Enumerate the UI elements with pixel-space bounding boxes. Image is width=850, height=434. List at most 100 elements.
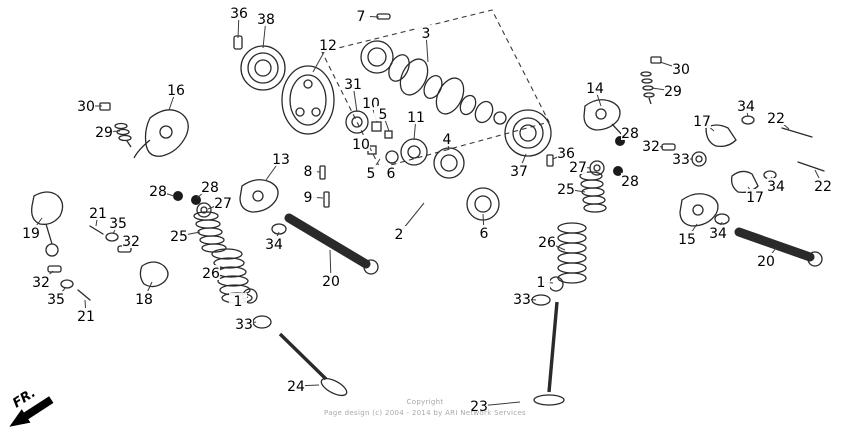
part-label-bg — [569, 159, 587, 174]
part-label: 36 — [557, 146, 575, 162]
part-label-bg — [510, 163, 528, 178]
part-label-bg — [672, 151, 690, 166]
part-label: 26 — [538, 235, 556, 251]
part-label: 6 — [387, 166, 396, 182]
part-label-bg — [135, 291, 153, 306]
part-label: 27 — [569, 160, 587, 176]
part-label: 27 — [214, 196, 232, 212]
part-label-bg — [470, 398, 488, 413]
part-label: 31 — [344, 77, 362, 93]
camshaft-drawing — [360, 40, 507, 125]
part-label: 14 — [586, 81, 604, 97]
part-label-bg — [557, 145, 575, 160]
part-label: 29 — [664, 84, 682, 100]
part-label-bg — [664, 83, 682, 98]
part-label: 32 — [122, 234, 140, 250]
part-label: 34 — [265, 237, 283, 253]
part-label: 38 — [257, 12, 275, 28]
part-label-bg — [299, 163, 317, 178]
part-label-bg — [475, 225, 493, 240]
part-label: 6 — [480, 226, 489, 242]
part-label-bg — [438, 131, 456, 146]
part-label: 7 — [357, 9, 366, 25]
part-label-bg — [513, 291, 531, 306]
camshaft-box — [321, 9, 550, 169]
part-label: 1 — [537, 275, 546, 291]
part-label: 28 — [621, 174, 639, 190]
part-label-bg — [693, 113, 711, 128]
part-label-bg — [737, 98, 755, 113]
part-label: 8 — [304, 164, 313, 180]
part-label-bg — [122, 233, 140, 248]
part-label: 12 — [319, 38, 337, 54]
part-label-bg — [202, 265, 220, 280]
part-label: 28 — [149, 184, 167, 200]
part-label-bg — [214, 195, 232, 210]
bearings-rings — [233, 13, 552, 221]
part-label-bg — [672, 61, 690, 76]
part-label: 21 — [77, 309, 95, 325]
part-label-bg — [299, 189, 317, 204]
part-label-bg — [149, 183, 167, 198]
part-label: 20 — [322, 274, 340, 290]
part-label: 18 — [135, 292, 153, 308]
art-layer — [31, 9, 825, 406]
part-label-bg — [109, 215, 127, 230]
part-label: 11 — [407, 110, 425, 126]
part-label-bg — [746, 189, 764, 204]
copyright-line1: Copyright — [406, 398, 444, 406]
part-label-bg — [407, 109, 425, 124]
part-label-bg — [322, 273, 340, 288]
part-label: 34 — [709, 226, 727, 242]
part-label-bg — [621, 173, 639, 188]
part-label: 33 — [513, 292, 531, 308]
part-label: 33 — [235, 317, 253, 333]
part-label: 30 — [77, 99, 95, 115]
part-label: 19 — [22, 226, 40, 242]
part-label: 34 — [737, 99, 755, 115]
part-label-bg — [757, 253, 775, 268]
part-label-bg — [201, 179, 219, 194]
part-label-bg — [767, 110, 785, 125]
copyright: Copyright Page design (c) 2004 - 2014 by… — [0, 397, 850, 418]
part-label-bg — [382, 165, 400, 180]
part-label-bg — [586, 80, 604, 95]
part-label-bg — [170, 228, 188, 243]
part-label-bg — [230, 5, 248, 20]
valves-rods — [242, 213, 823, 406]
part-label: 15 — [678, 232, 696, 248]
part-label-bg — [557, 181, 575, 196]
part-label: 21 — [89, 206, 107, 222]
part-label: 16 — [167, 83, 185, 99]
part-label: 22 — [767, 111, 785, 127]
rocker-arms — [31, 99, 759, 288]
part-label-bg — [235, 316, 253, 331]
part-label-bg — [621, 125, 639, 140]
part-label: 25 — [170, 229, 188, 245]
part-label: 17 — [746, 190, 764, 206]
part-label: 3 — [422, 26, 431, 42]
part-label-bg — [390, 226, 408, 241]
part-label-bg — [229, 293, 247, 308]
part-label-bg — [22, 225, 40, 240]
part-label-bg — [265, 236, 283, 251]
part-label-bg — [352, 136, 370, 151]
part-label: 26 — [202, 266, 220, 282]
part-label-bg — [257, 11, 275, 26]
part-label: 23 — [470, 399, 488, 415]
part-label: 22 — [814, 179, 832, 195]
part-label: 28 — [621, 126, 639, 142]
part-label: 2 — [395, 227, 404, 243]
part-label-bg — [77, 308, 95, 323]
part-label-bg — [32, 274, 50, 289]
part-label-bg — [417, 25, 435, 40]
part-label: 5 — [367, 166, 376, 182]
part-label-bg — [538, 234, 556, 249]
part-label: 29 — [95, 125, 113, 141]
part-label-bg — [374, 106, 392, 121]
part-label-bg — [767, 178, 785, 193]
part-label-bg — [362, 165, 380, 180]
part-label-bg — [47, 291, 65, 306]
